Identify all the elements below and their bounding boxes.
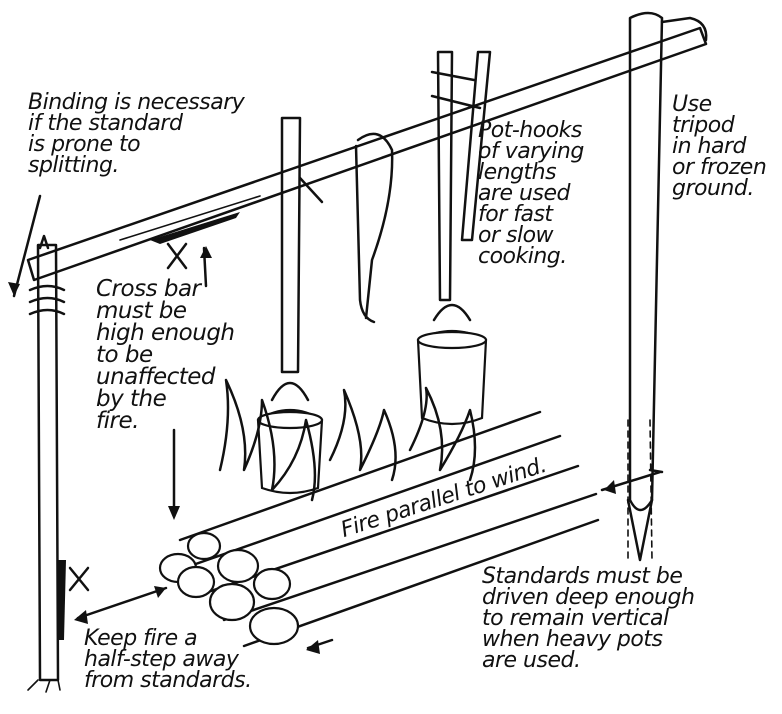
pot-hooks-line-5: for fast [478,204,584,225]
tripod-line-1: Use [672,94,766,115]
binding-line-2: if the standard [28,113,244,134]
cross-bar-line-1: Cross bar [96,278,235,300]
pot-hooks-line-1: Pot-hooks [478,120,584,141]
kettle-left [258,383,322,493]
inner-standard-left [282,118,322,372]
kettle-right [418,305,486,424]
x-mark-crossbar [168,244,186,268]
binding-line-1: Binding is necessary [28,92,244,113]
pot-hooks [356,52,490,322]
pot-hooks-line-4: are used [478,183,584,204]
cross-bar-annotation: Cross bar must be high enough to be unaf… [96,278,235,432]
standards-line-1: Standards must be [482,566,694,587]
standards-annotation: Standards must be driven deep enough to … [482,566,694,671]
standards-line-5: are used. [482,650,694,671]
keep-fire-line-1: Keep fire a [84,628,252,649]
binding-line-3: is prone to [28,134,244,155]
cross-bar-line-2: must be [96,300,235,322]
pot-hooks-line-3: lengths [478,162,584,183]
cross-bar-line-4: to be [96,344,235,366]
pot-hooks-line-7: cooking. [478,246,584,267]
standards-line-4: when heavy pots [482,629,694,650]
standards-line-2: driven deep enough [482,587,694,608]
left-standard [28,236,66,692]
binding-pointer-arrow [8,196,40,296]
cross-bar-line-5: unaffected [96,366,235,388]
keep-fire-line-2: half-step away [84,649,252,670]
standards-line-3: to remain vertical [482,608,694,629]
pot-hooks-line-6: or slow [478,225,584,246]
pot-hooks-line-2: of varying [478,141,584,162]
tripod-line-3: in hard [672,136,766,157]
keep-fire-annotation: Keep fire a half-step away from standard… [84,628,252,691]
pot-hooks-annotation: Pot-hooks of varying lengths are used fo… [478,120,584,267]
tripod-line-5: ground. [672,178,766,199]
keep-fire-line-3: from standards. [84,670,252,691]
tripod-line-2: tripod [672,115,766,136]
tripod-line-4: or frozen [672,157,766,178]
tripod-annotation: Use tripod in hard or frozen ground. [672,94,766,199]
cross-bar-line-3: high enough [96,322,235,344]
cross-bar-line-6: by the [96,388,235,410]
x-mark-standard [70,568,88,590]
binding-annotation: Binding is necessary if the standard is … [28,92,244,176]
cross-bar-line-7: fire. [96,410,235,432]
binding-line-4: splitting. [28,155,244,176]
